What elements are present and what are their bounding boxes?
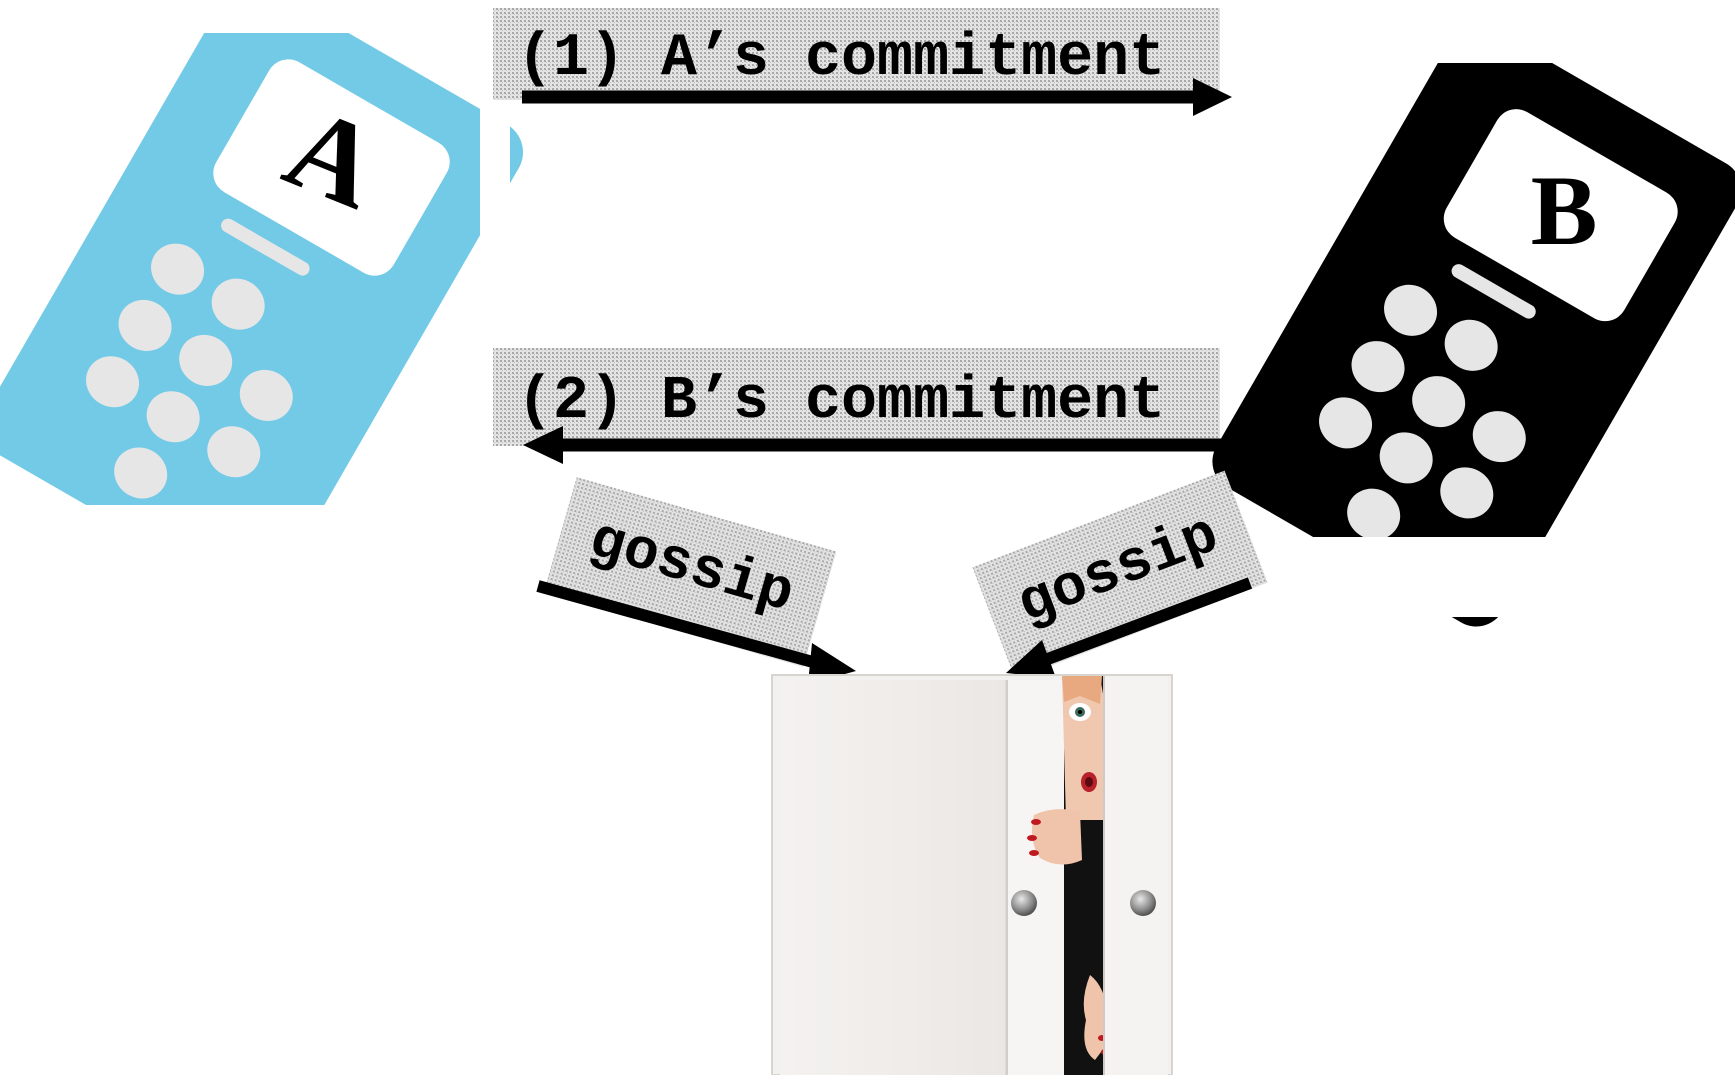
face-peeking <box>1062 676 1104 820</box>
phone-b-speaker <box>1451 264 1536 319</box>
gossip-right-box <box>972 470 1268 680</box>
gossip-left: gossip <box>536 477 856 684</box>
message-2-label: (2) B’s commitment <box>517 368 1165 436</box>
phone-a-keypad <box>86 243 293 499</box>
message-2-box <box>493 348 1220 446</box>
phone-a-screen <box>213 59 450 276</box>
phone-a-speaker <box>221 218 310 276</box>
phone-a-icon: A <box>0 0 524 597</box>
gossip-left-box <box>543 477 837 667</box>
message-1-label: (1) A’s commitment <box>517 25 1165 93</box>
message-1-box <box>493 8 1220 100</box>
arrow-gossip-right <box>1006 577 1253 678</box>
phone-b-keypad <box>1319 284 1526 540</box>
phone-b-icon: B <box>1212 24 1735 627</box>
eavesdropper-closet-icon <box>771 674 1173 1076</box>
hand-top <box>1027 809 1082 865</box>
arrow-a-to-b <box>522 78 1232 116</box>
arrow-gossip-left <box>536 580 856 684</box>
door-knob-left <box>1011 890 1037 916</box>
arrow-b-to-a <box>523 426 1233 464</box>
phone-b-screen <box>1443 109 1678 322</box>
message-1: (1) A’s commitment <box>493 8 1232 116</box>
message-2: (2) B’s commitment <box>493 348 1233 464</box>
door-knob-right <box>1130 890 1156 916</box>
phone-b-label: B <box>1531 155 1598 266</box>
